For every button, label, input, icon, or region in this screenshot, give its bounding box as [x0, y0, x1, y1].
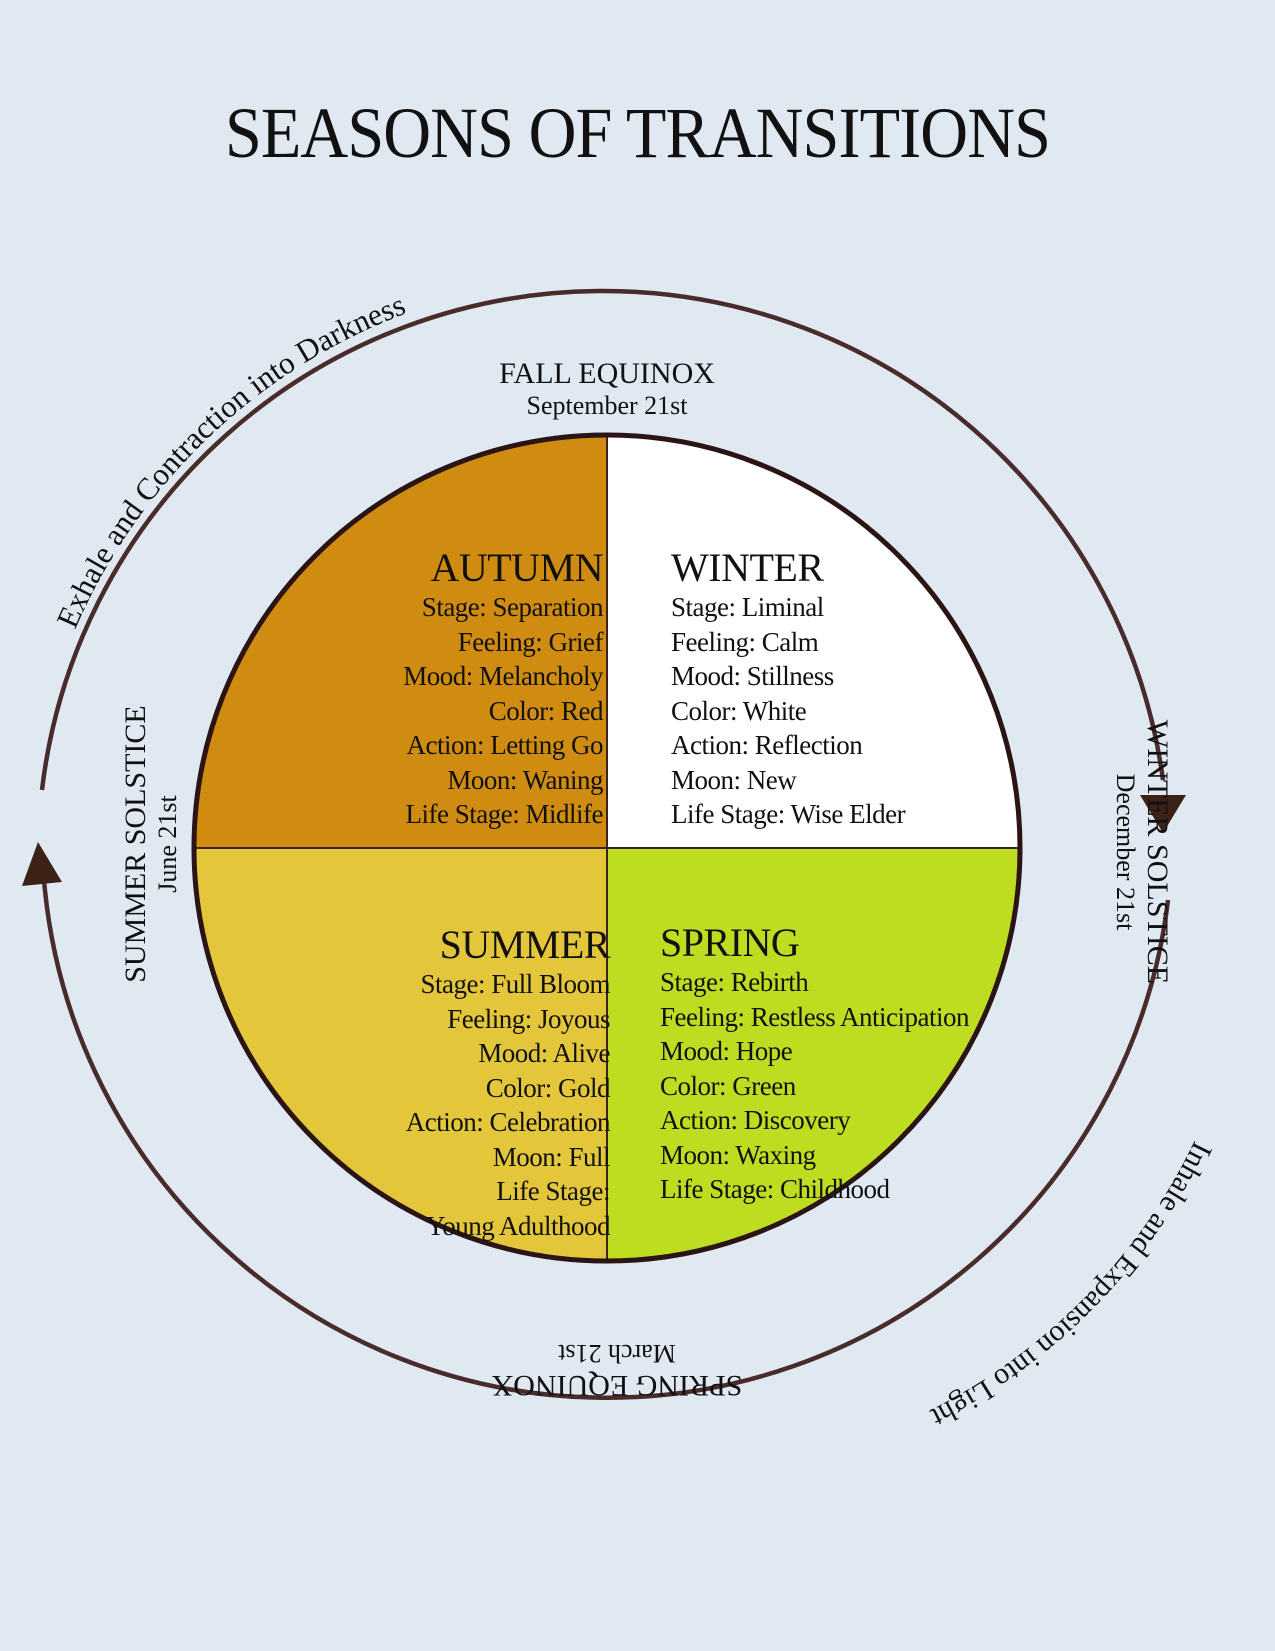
- wheel-outline: [191, 432, 1023, 1264]
- arrow-down-icon: [1140, 795, 1186, 833]
- arrow-up-icon: [22, 842, 62, 886]
- summer-mood: Mood: Alive: [478, 1038, 610, 1068]
- autumn-title: AUTUMN: [430, 545, 603, 590]
- fall-equinox-date: September 21st: [526, 391, 688, 420]
- summer-feeling: Feeling: Joyous: [447, 1003, 610, 1034]
- autumn-moon: Moon: Waning: [447, 764, 603, 795]
- winter-stage: Stage: Liminal: [671, 592, 824, 622]
- outer-ring-bottom-arc: [41, 879, 1171, 1400]
- winter-action: Action: Reflection: [671, 730, 863, 760]
- summer-solstice-marker: SUMMER SOLSTICE June 21st: [119, 689, 183, 999]
- winter-title: WINTER: [671, 545, 824, 590]
- winter-text: WINTER Stage: Liminal Feeling: Calm Mood…: [671, 545, 906, 832]
- summer-moon: Moon: Full: [492, 1141, 611, 1172]
- spring-equinox-marker: SPRING EQUINOX March 21st: [457, 1338, 777, 1402]
- spring-stage: Stage: Rebirth: [660, 967, 809, 997]
- spring-moon: Moon: Waxing: [660, 1139, 816, 1170]
- summer-color: Color: Gold: [485, 1072, 611, 1103]
- summer-stage: Stage: Full Bloom: [420, 969, 610, 999]
- autumn-action: Action: Letting Go: [406, 730, 604, 760]
- spring-equinox-date: March 21st: [558, 1339, 676, 1368]
- spring-feeling: Feeling: Restless Anticipation: [660, 1001, 969, 1032]
- winter-feeling: Feeling: Calm: [671, 626, 819, 657]
- spring-mood: Mood: Hope: [660, 1036, 793, 1066]
- page-title: SEASONS OF TRANSITIONS: [224, 93, 1051, 173]
- summer-quadrant: [194, 848, 607, 1261]
- summer-text: SUMMER Stage: Full Bloom Feeling: Joyous…: [405, 922, 611, 1243]
- fall-equinox-name: FALL EQUINOX: [499, 357, 715, 390]
- autumn-stage: Stage: Separation: [421, 592, 604, 622]
- winter-solstice-date: December 21st: [1111, 773, 1140, 931]
- summer-life-stage-value: Young Adulthood: [425, 1210, 611, 1241]
- winter-solstice-marker: WINTER SOLSTICE December 21st: [1110, 697, 1174, 1007]
- spring-quadrant: [607, 848, 1020, 1261]
- spring-action: Action: Discovery: [660, 1105, 851, 1135]
- summer-solstice-date: June 21st: [153, 795, 182, 893]
- spring-equinox-name: SPRING EQUINOX: [491, 1369, 743, 1402]
- winter-color: Color: White: [671, 695, 807, 726]
- winter-moon: Moon: New: [671, 764, 797, 795]
- fall-equinox-marker: FALL EQUINOX September 21st: [457, 357, 757, 421]
- summer-solstice-name: SUMMER SOLSTICE: [119, 705, 152, 983]
- spring-text: SPRING Stage: Rebirth Feeling: Restless …: [660, 923, 969, 1207]
- autumn-mood: Mood: Melancholy: [403, 661, 603, 691]
- inhale-label: Inhale and Expansion into Light: [925, 1137, 1218, 1434]
- summer-life-stage-label: Life Stage:: [496, 1176, 610, 1206]
- outer-ring-top-arc: [39, 288, 1166, 791]
- winter-solstice-name: WINTER SOLSTICE: [1141, 719, 1174, 985]
- autumn-quadrant: [194, 435, 607, 848]
- autumn-color: Color: Red: [488, 695, 604, 726]
- autumn-text: AUTUMN Stage: Separation Feeling: Grief …: [403, 548, 603, 832]
- winter-quadrant: [607, 435, 1020, 848]
- winter-mood: Mood: Stillness: [671, 661, 834, 691]
- winter-life-stage: Life Stage: Wise Elder: [671, 799, 906, 829]
- summer-title: SUMMER: [439, 922, 611, 967]
- summer-action: Action: Celebration: [405, 1107, 611, 1137]
- spring-life-stage: Life Stage: Childhood: [660, 1174, 890, 1204]
- spring-title: SPRING: [660, 920, 800, 965]
- spring-color: Color: Green: [660, 1070, 796, 1101]
- autumn-feeling: Feeling: Grief: [457, 626, 604, 657]
- autumn-life-stage: Life Stage: Midlife: [405, 799, 604, 829]
